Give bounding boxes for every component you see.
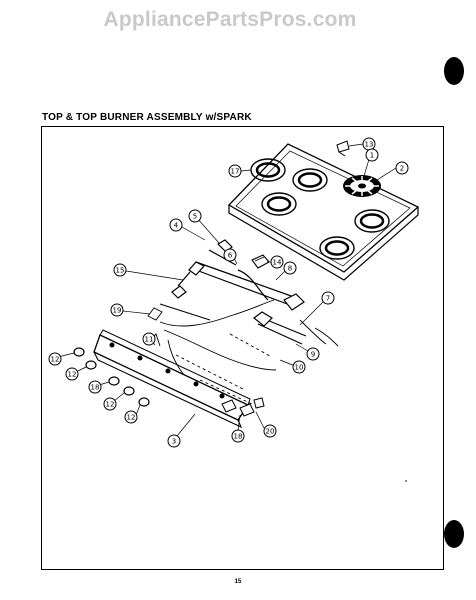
callout-label: 20 — [266, 428, 275, 436]
callout-17: 17 — [228, 164, 242, 178]
callout-12: 12 — [48, 352, 62, 366]
callout-label: 18 — [91, 384, 100, 392]
page-number: 15 — [234, 579, 242, 585]
callout-7: 7 — [321, 291, 335, 305]
callout-label: 11 — [145, 336, 154, 344]
igniter-wiring — [147, 299, 339, 405]
callout-label: 6 — [228, 252, 233, 260]
callouts: 13 2 1 17 4 5 6 14 8 15 7 19 11 9 10 12 … — [48, 137, 409, 448]
callout-15: 15 — [113, 263, 127, 277]
callout-13: 13 — [362, 137, 376, 151]
speck — [405, 480, 407, 482]
callout-12: 12 — [124, 410, 138, 424]
binder-hole-bottom — [444, 520, 464, 548]
diagram-frame — [41, 126, 444, 570]
callout-6: 6 — [223, 248, 237, 262]
callout-14: 14 — [270, 255, 284, 269]
callout-label: 2 — [400, 165, 404, 173]
callout-label: 4 — [174, 222, 179, 230]
ignition-module-part — [251, 254, 270, 269]
callout-label: 9 — [311, 351, 315, 359]
callout-label: 3 — [172, 438, 176, 446]
callout-8: 8 — [283, 261, 297, 275]
callout-18: 18 — [88, 380, 102, 394]
callout-label: 13 — [365, 141, 374, 149]
callout-12: 12 — [103, 397, 117, 411]
callout-19: 19 — [110, 303, 124, 317]
callout-1: 1 — [365, 148, 379, 162]
top-clip-part — [336, 140, 350, 157]
callout-3: 3 — [167, 434, 181, 448]
callout-9: 9 — [306, 347, 320, 361]
callout-2: 2 — [395, 161, 409, 175]
control-knobs — [73, 347, 150, 407]
callout-4: 4 — [169, 218, 183, 232]
leader-lines — [57, 143, 397, 437]
callout-label: 19 — [113, 307, 122, 315]
callout-10: 10 — [292, 360, 306, 374]
burner-rings — [250, 158, 390, 260]
watermark: AppliancePartsPros.com — [103, 8, 357, 31]
callout-5: 5 — [188, 209, 202, 223]
callout-label: 12 — [68, 371, 77, 379]
callout-20: 20 — [263, 424, 277, 438]
callout-label: 12 — [106, 401, 115, 409]
burner-tubes — [171, 239, 327, 345]
callout-label: 17 — [231, 168, 240, 176]
control-panel-part — [93, 329, 251, 429]
callout-12: 12 — [65, 367, 79, 381]
callout-label: 1 — [370, 152, 374, 160]
spark-switch-parts — [221, 397, 265, 417]
callout-label: 12 — [127, 414, 136, 422]
callout-label: 10 — [295, 364, 304, 372]
callout-label: 12 — [51, 356, 60, 364]
callout-label: 14 — [273, 259, 282, 267]
burner-cap-part — [343, 175, 381, 197]
callout-label: 18 — [234, 433, 243, 441]
callout-18: 18 — [231, 429, 245, 443]
callout-label: 8 — [288, 265, 292, 273]
callout-11: 11 — [142, 332, 156, 346]
callout-label: 15 — [116, 267, 125, 275]
binder-hole-top — [444, 57, 464, 85]
callout-label: 5 — [193, 213, 197, 221]
diagram-title: TOP & TOP BURNER ASSEMBLY w/SPARK — [42, 112, 252, 123]
callout-label: 7 — [326, 295, 330, 303]
